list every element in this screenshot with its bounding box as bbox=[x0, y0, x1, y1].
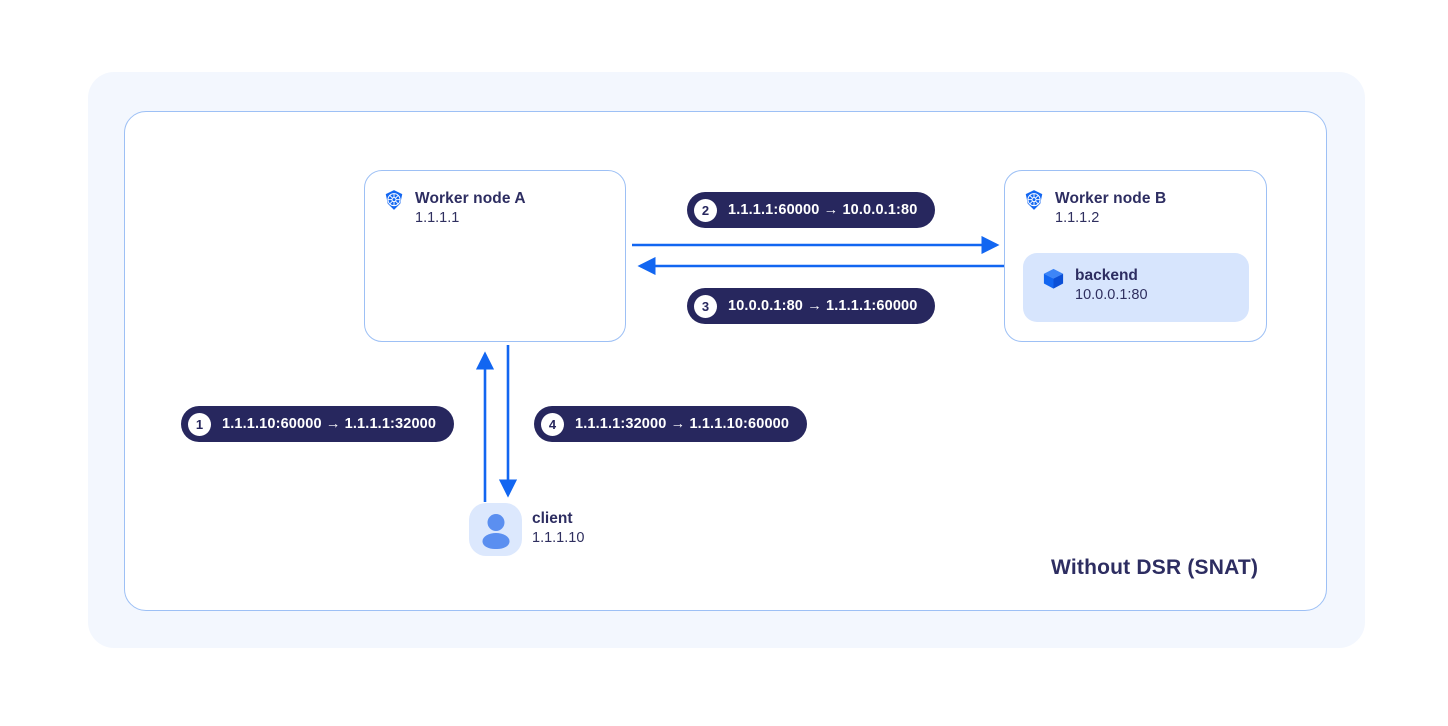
worker-node-a-ip: 1.1.1.1 bbox=[415, 209, 460, 226]
flow-badge-3[interactable]: 3 10.0.0.1:80 → 1.1.1.1:60000 bbox=[687, 288, 936, 324]
kubernetes-icon bbox=[385, 190, 403, 210]
flow-badge-4-number: 4 bbox=[541, 412, 564, 436]
diagram-caption: Without DSR (SNAT) bbox=[1051, 556, 1259, 579]
avatar-head bbox=[487, 514, 504, 531]
flow-badge-2[interactable]: 2 1.1.1.1:60000 → 10.0.0.1:80 bbox=[687, 192, 936, 228]
client-labels: client 1.1.1.10 bbox=[532, 503, 584, 548]
flow-badge-2-text: 1.1.1.1:60000 → 10.0.0.1:80 bbox=[728, 202, 918, 218]
client-ip: 1.1.1.10 bbox=[532, 530, 585, 547]
backend-pod-ip: 10.0.0.1:80 bbox=[1075, 286, 1148, 303]
flow-badge-4[interactable]: 4 1.1.1.1:32000 → 1.1.1.10:60000 bbox=[534, 406, 808, 442]
worker-node-b-title: Worker node B bbox=[1055, 190, 1167, 207]
worker-node-a-labels: Worker node A 1.1.1.1 bbox=[415, 188, 526, 227]
worker-node-a-title: Worker node A bbox=[415, 190, 526, 207]
client-title: client bbox=[532, 510, 573, 527]
worker-node-a-box[interactable]: Worker node A 1.1.1.1 bbox=[364, 170, 626, 342]
user-avatar-icon bbox=[469, 503, 522, 556]
backend-pod-title: backend bbox=[1075, 267, 1138, 284]
flow-badge-4-text: 1.1.1.1:32000 → 1.1.1.10:60000 bbox=[575, 416, 790, 432]
backend-pod-box[interactable]: backend 10.0.0.1:80 bbox=[1023, 253, 1249, 322]
backend-pod-labels: backend 10.0.0.1:80 bbox=[1075, 265, 1148, 304]
client-node[interactable]: client 1.1.1.10 bbox=[469, 503, 584, 556]
avatar-body bbox=[482, 533, 509, 549]
flow-badge-3-text: 10.0.0.1:80 → 1.1.1.1:60000 bbox=[728, 298, 918, 314]
backend-pod-content: backend 10.0.0.1:80 bbox=[1042, 265, 1148, 304]
flow-badge-3-number: 3 bbox=[694, 294, 717, 318]
flow-badge-2-number: 2 bbox=[694, 198, 717, 222]
kubernetes-icon bbox=[1025, 190, 1043, 210]
flow-badge-1-text: 1.1.1.10:60000 → 1.1.1.1:32000 bbox=[222, 416, 437, 432]
cube-icon bbox=[1043, 268, 1064, 289]
worker-node-b-labels: Worker node B 1.1.1.2 bbox=[1055, 188, 1166, 227]
worker-node-a-header: Worker node A 1.1.1.1 bbox=[383, 188, 526, 227]
worker-node-b-box[interactable]: Worker node B 1.1.1.2 backend 10.0.0.1:8… bbox=[1004, 170, 1267, 342]
flow-badge-1[interactable]: 1 1.1.1.10:60000 → 1.1.1.1:32000 bbox=[181, 406, 455, 442]
worker-node-b-header: Worker node B 1.1.1.2 bbox=[1023, 188, 1166, 227]
flow-badge-1-number: 1 bbox=[188, 412, 211, 436]
worker-node-b-ip: 1.1.1.2 bbox=[1055, 209, 1100, 226]
